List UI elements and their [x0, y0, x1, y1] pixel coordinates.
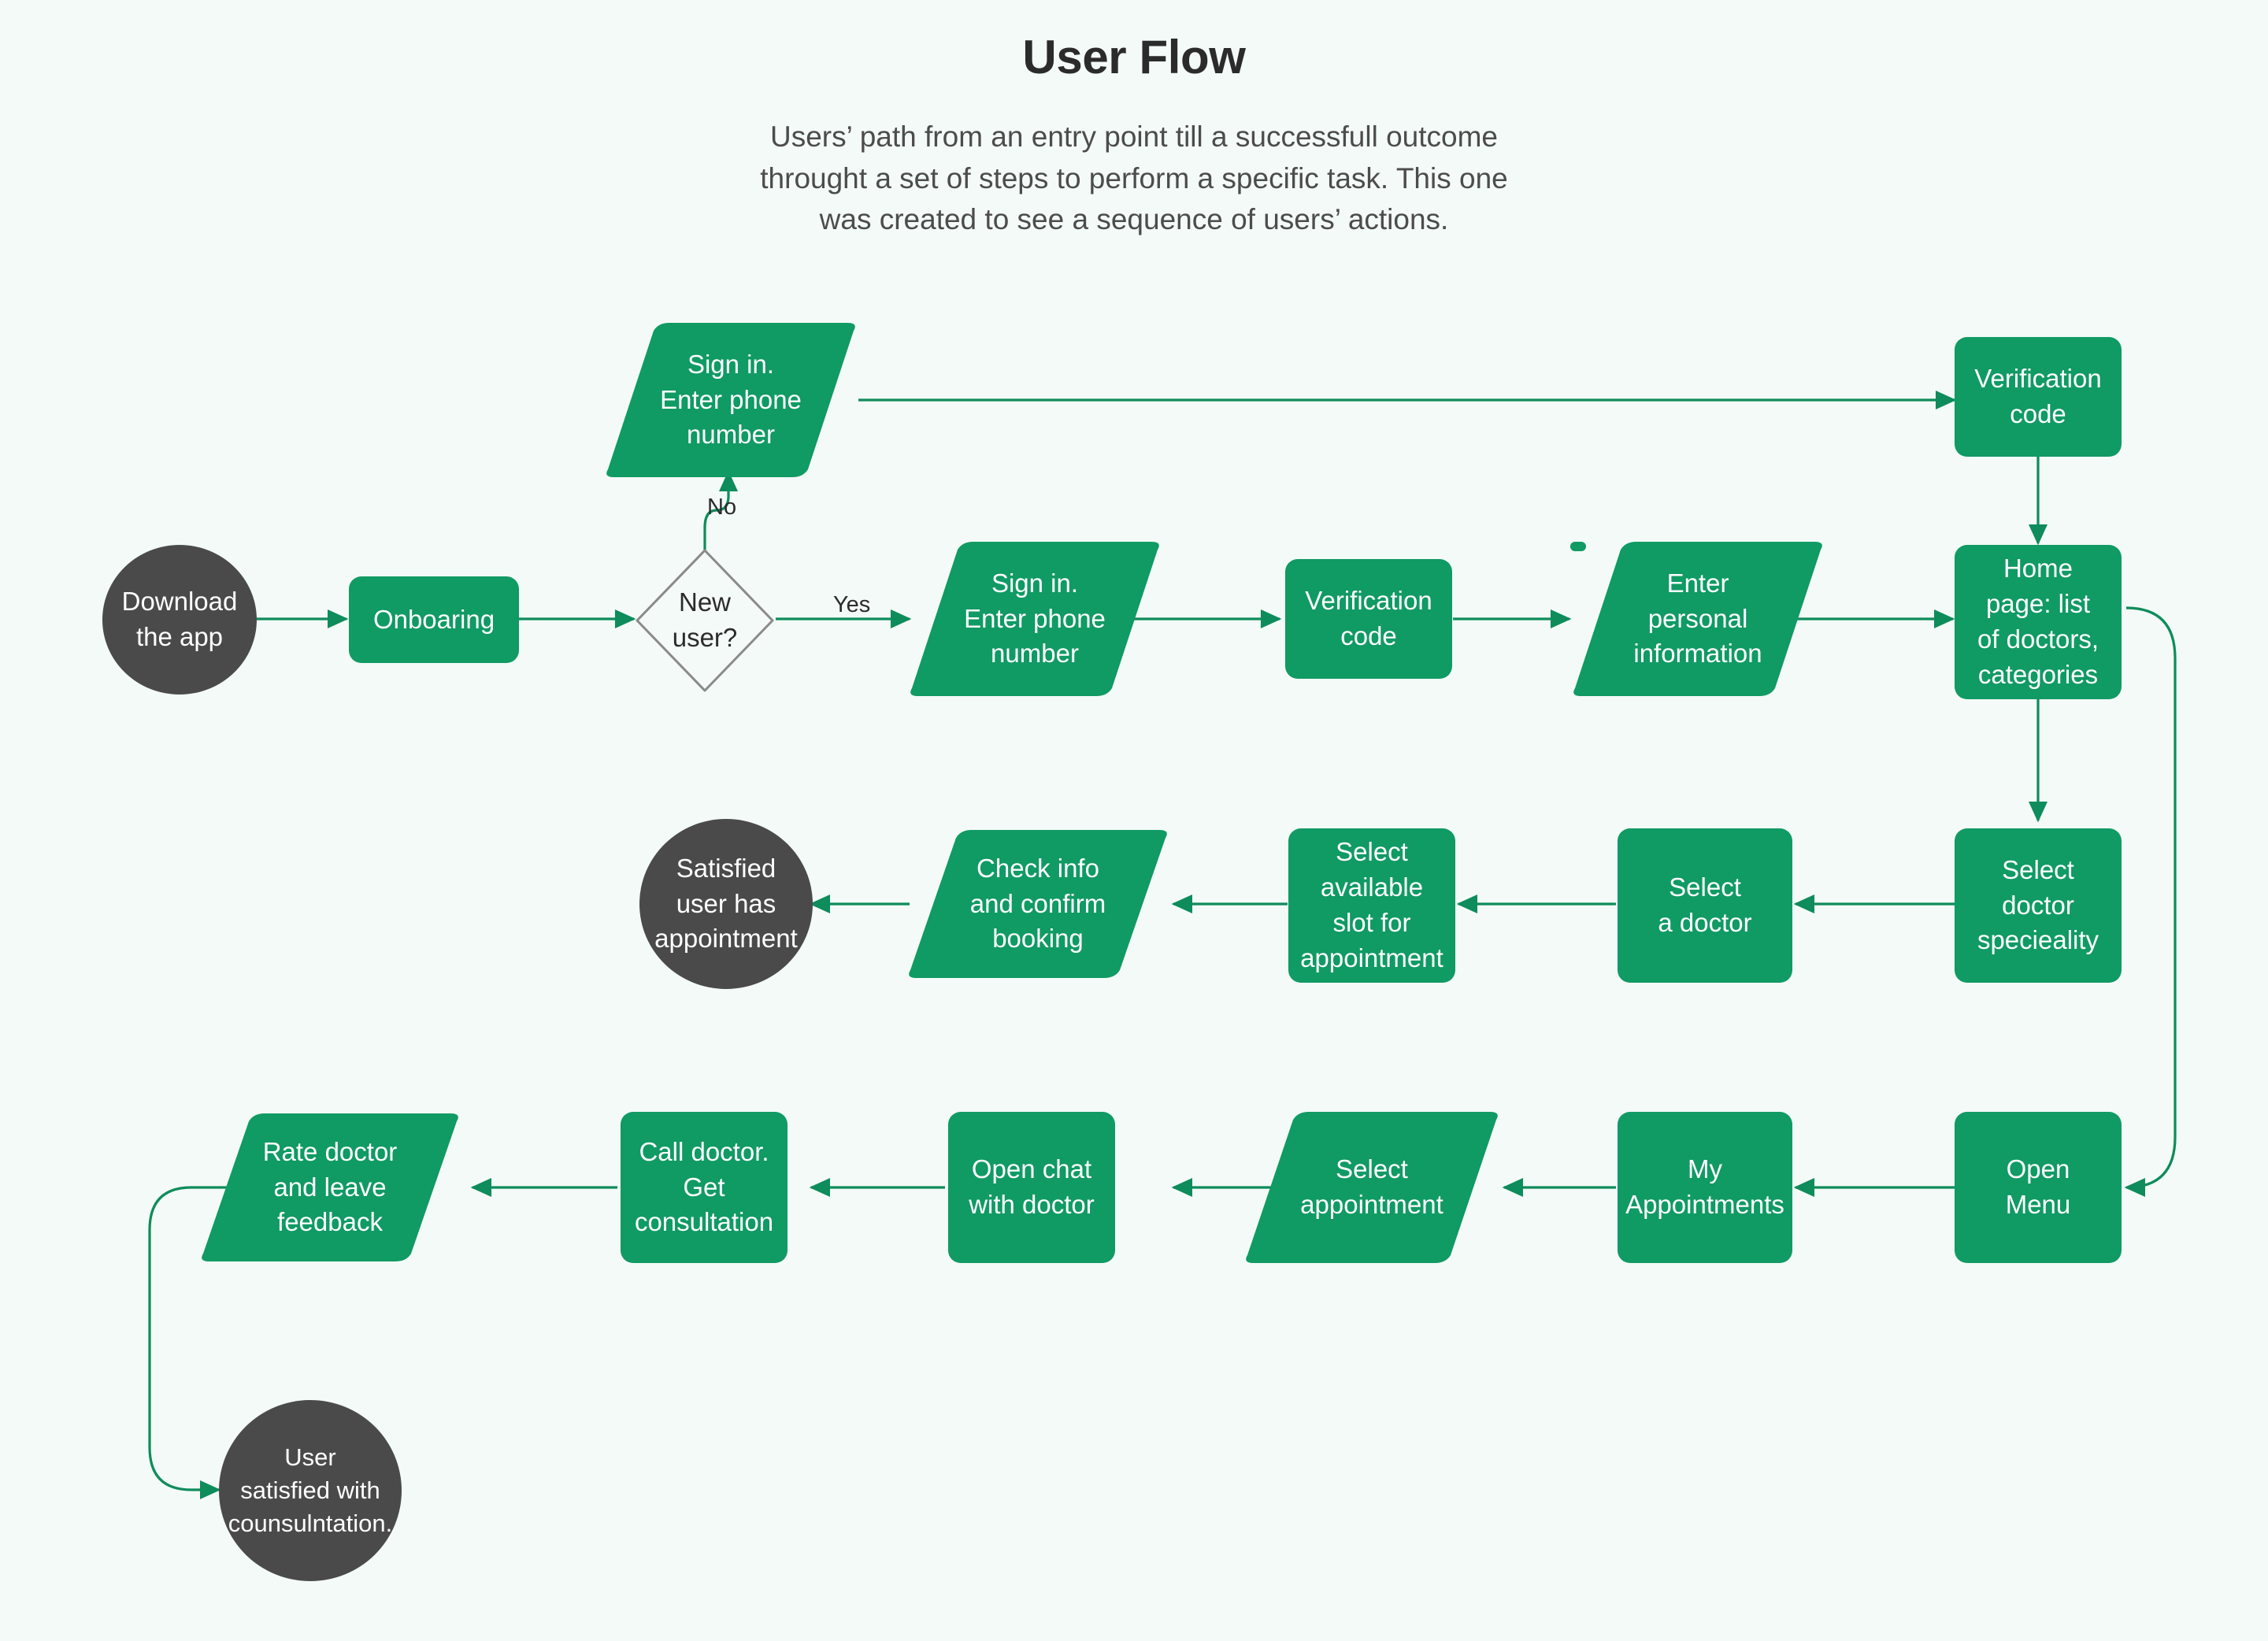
node-sign-in-enter-phone-number-no[interactable]: Sign in. Enter phone number	[603, 323, 858, 477]
parallelogram-shape	[202, 1113, 458, 1261]
node-select-doctor-specieality[interactable]: Select doctor specieality	[1955, 828, 2122, 983]
node-label: Enter personal information	[1633, 568, 1762, 669]
parallelogram-shape	[1246, 1112, 1498, 1263]
node-label: My Appointments	[1625, 1154, 1784, 1219]
node-new-user-decision[interactable]: New user?	[632, 545, 778, 696]
edge-homepage-to-open-menu	[2124, 606, 2177, 1197]
node-label: Check info and confirm booking	[969, 853, 1106, 954]
node-label: Call doctor. Get consultation	[634, 1136, 774, 1237]
node-label: New user?	[672, 587, 738, 652]
node-label: Verification code	[1305, 586, 1432, 650]
node-enter-personal-information[interactable]: Enter personal information	[1570, 542, 1825, 696]
node-label: Open chat with doctor	[969, 1154, 1095, 1219]
node-select-a-doctor[interactable]: Select a doctor	[1618, 828, 1792, 983]
node-label: Download the app	[121, 587, 238, 651]
node-my-appointments[interactable]: My Appointments	[1618, 1112, 1792, 1263]
node-label: Satisfied user has appointment	[654, 853, 798, 954]
node-label: Home page: list of doctors, categories	[1977, 554, 2099, 689]
node-home-page[interactable]: Home page: list of doctors, categories	[1955, 545, 2122, 699]
parallelogram-shape	[606, 323, 855, 477]
parallelogram-shape	[909, 830, 1167, 978]
node-label: Sign in. Enter phone number	[964, 568, 1106, 669]
node-label: Open Menu	[2005, 1154, 2071, 1219]
page-subtitle: Users’ path from an entry point till a s…	[760, 120, 1508, 236]
node-user-satisfied-with-counsulntation[interactable]: User satisfied with counsulntation.	[219, 1400, 402, 1581]
node-label: Sign in. Enter phone number	[660, 349, 802, 450]
node-label: Select available slot for appointment	[1300, 837, 1443, 972]
node-label: Verification code	[1974, 364, 2102, 428]
node-label: Rate doctor and leave feedback	[262, 1136, 398, 1237]
edge-label-no: No	[707, 495, 737, 520]
node-rate-doctor-and-leave-feedback[interactable]: Rate doctor and leave feedback	[198, 1113, 461, 1261]
node-label: Onboaring	[372, 604, 495, 634]
node-open-chat-with-doctor[interactable]: Open chat with doctor	[948, 1112, 1115, 1263]
parallelogram-shape	[1573, 542, 1822, 696]
node-verification-code-yes[interactable]: Verification code	[1285, 559, 1452, 679]
diamond-shape	[636, 549, 774, 692]
node-onboaring[interactable]: Onboaring	[349, 576, 519, 663]
node-label: User satisfied with counsulntation.	[228, 1443, 393, 1538]
node-verification-code-no[interactable]: Verification code	[1955, 337, 2122, 457]
parallelogram-shape	[910, 542, 1159, 696]
node-satisfied-user-has-appointment[interactable]: Satisfied user has appointment	[639, 819, 813, 989]
node-label: Select doctor specieality	[1977, 854, 2099, 955]
node-call-doctor-get-consultation[interactable]: Call doctor. Get consultation	[621, 1112, 788, 1263]
node-select-available-slot[interactable]: Select available slot for appointment	[1288, 828, 1455, 983]
node-open-menu[interactable]: Open Menu	[1955, 1112, 2122, 1263]
node-check-info-and-confirm-booking[interactable]: Check info and confirm booking	[906, 830, 1170, 978]
diagram-header: User Flow Users’ path from an entry poin…	[0, 31, 2268, 241]
spacer	[1570, 542, 1586, 551]
node-download-the-app[interactable]: Download the app	[102, 545, 257, 695]
node-sign-in-enter-phone-number-yes[interactable]: Sign in. Enter phone number	[907, 542, 1162, 696]
node-label: Select appointment	[1300, 1154, 1443, 1219]
node-label: Select a doctor	[1658, 872, 1752, 937]
node-select-appointment[interactable]: Select appointment	[1243, 1112, 1501, 1263]
page-title: User Flow	[1022, 31, 1246, 83]
edge-label-yes: Yes	[833, 592, 871, 617]
